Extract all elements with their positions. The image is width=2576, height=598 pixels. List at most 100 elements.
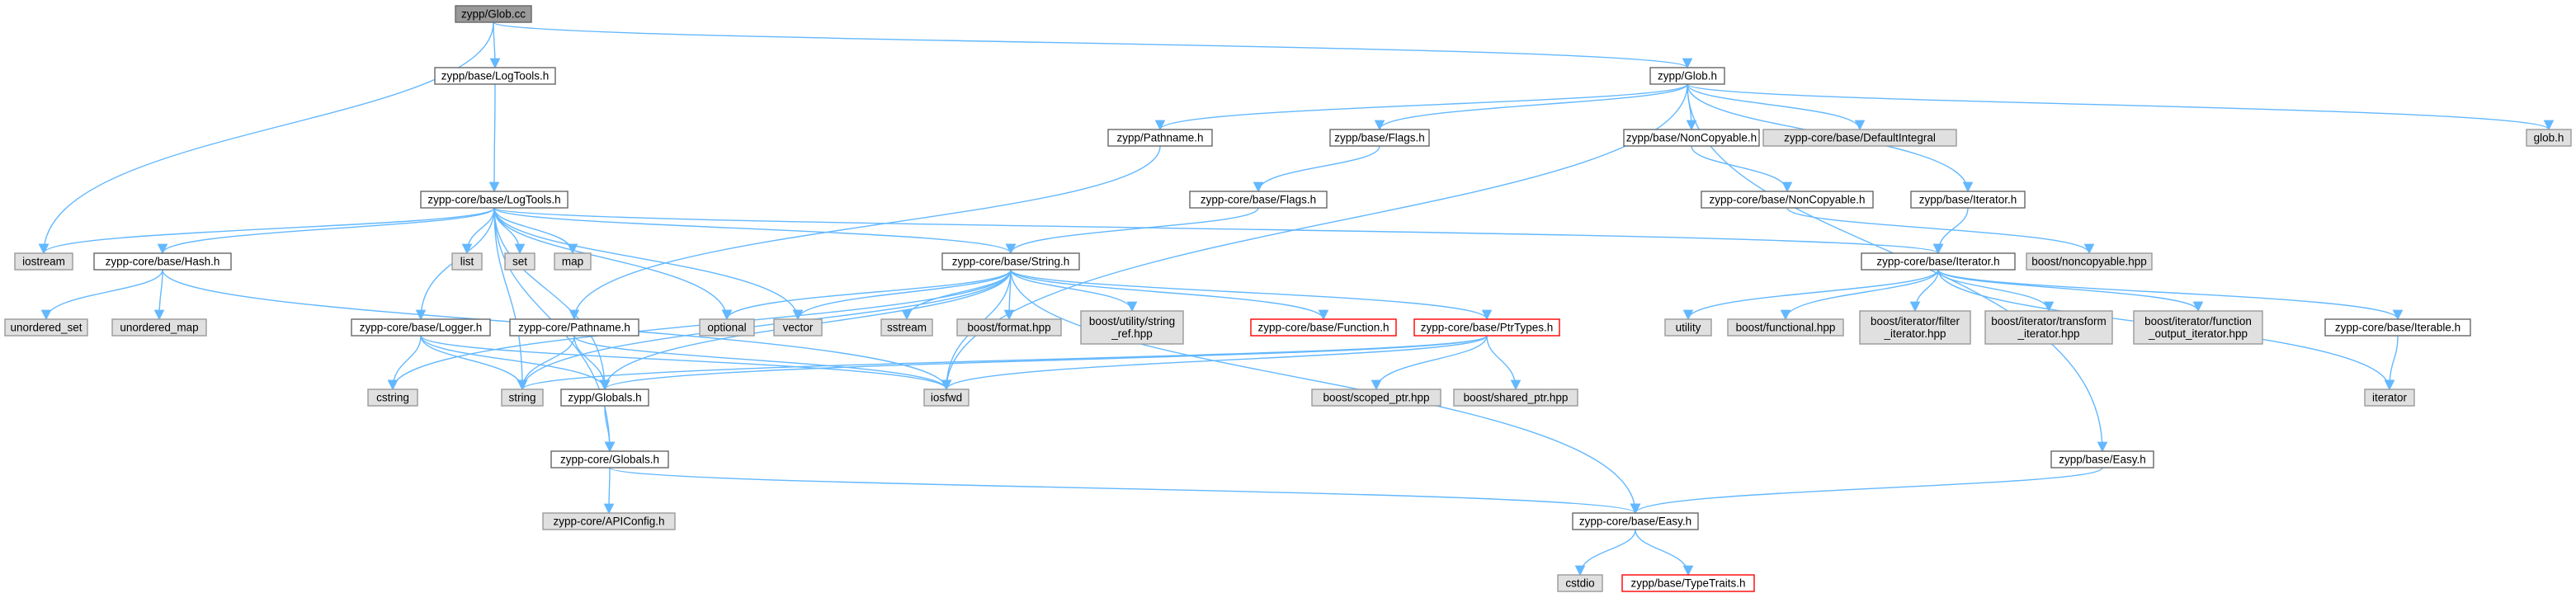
node-label: iostream	[22, 256, 65, 268]
node-vector: vector	[773, 318, 823, 337]
node-map: map	[554, 252, 592, 271]
node-box	[1623, 129, 1760, 147]
edge-base-noncopyable-to-core-noncopyable	[1691, 145, 1793, 193]
edge-core-logtools-to-vector	[493, 207, 804, 321]
node-label: unordered_set	[10, 322, 82, 334]
edge-path	[38, 207, 495, 255]
node-base-easy[interactable]: zypp/base/Easy.h	[2050, 450, 2154, 469]
node-label: zypp/Glob.cc	[461, 8, 526, 21]
node-core-noncopyable[interactable]: zypp-core/base/NonCopyable.h	[1701, 191, 1874, 209]
edge-path	[1486, 335, 1522, 391]
node-base-flags[interactable]: zypp/base/Flags.h	[1329, 129, 1430, 147]
edge-glob-h-to-pathname-h	[1154, 83, 1688, 131]
node-box	[2324, 318, 2471, 337]
node-label: zypp/base/NonCopyable.h	[1626, 132, 1757, 144]
edge-path	[1687, 83, 1866, 131]
node-box	[1861, 252, 2016, 271]
node-box	[509, 318, 639, 337]
node-boost-string-ref: boost/utility/string_ref.hpp	[1080, 310, 1184, 345]
node-label: zypp/base/Flags.h	[1334, 132, 1425, 144]
node-box	[93, 252, 232, 271]
node-box	[2526, 129, 2572, 147]
node-core-string[interactable]: zypp-core/base/String.h	[941, 252, 1080, 271]
node-label: zypp-core/base/Flags.h	[1201, 194, 1316, 206]
edge-path	[40, 269, 163, 321]
edge-base-logtools-to-core-logtools	[488, 83, 500, 193]
node-label: _iterator.hpp	[2017, 327, 2079, 340]
edge-core-iterator-to-boost-transform-iterator	[1937, 269, 2055, 313]
edge-glob-h-to-glob-sys	[1687, 83, 2554, 131]
node-base-iterator[interactable]: zypp/base/Iterator.h	[1910, 191, 2026, 209]
node-sstream: sstream	[880, 318, 933, 337]
node-string: string	[501, 388, 544, 407]
edge-path	[1635, 529, 1694, 577]
edge-path	[1691, 145, 1793, 193]
node-core-iterator[interactable]: zypp-core/base/Iterator.h	[1861, 252, 2016, 271]
node-box	[1311, 388, 1441, 407]
node-box	[880, 318, 933, 337]
node-core-hash[interactable]: zypp-core/base/Hash.h	[93, 252, 232, 271]
node-box	[1727, 318, 1844, 337]
edge-path	[1937, 269, 2404, 321]
edge-core-iterator-to-core-iterable	[1937, 269, 2404, 321]
node-core-ptrtypes[interactable]: zypp-core/base/PtrTypes.h	[1413, 318, 1560, 337]
node-glob-cc[interactable]: zypp/Glob.cc	[455, 5, 532, 23]
node-box	[1572, 512, 1699, 530]
node-boost-noncopyable: boost/noncopyable.hpp	[2026, 252, 2153, 271]
node-label: zypp-core/base/Logger.h	[360, 322, 483, 334]
edge-path	[493, 207, 578, 255]
node-pathname-h[interactable]: zypp/Pathname.h	[1107, 129, 1213, 147]
edge-core-logtools-to-string	[493, 207, 528, 391]
node-box	[111, 318, 207, 337]
node-base-typetraits[interactable]: zypp/base/TypeTraits.h	[1621, 574, 1755, 592]
node-glob-h[interactable]: zypp/Glob.h	[1649, 67, 1725, 85]
edge-core-hash-to-unordered-set	[40, 269, 163, 321]
node-box	[367, 388, 418, 407]
node-label: zypp/Globals.h	[568, 392, 641, 404]
node-label: zypp-core/base/DefaultIntegral	[1784, 132, 1936, 144]
node-boost-shared-ptr: boost/shared_ptr.hpp	[1453, 388, 1578, 407]
edge-core-logtools-to-optional	[493, 207, 733, 321]
node-iostream: iostream	[14, 252, 73, 271]
node-base-noncopyable[interactable]: zypp/base/NonCopyable.h	[1623, 129, 1760, 147]
edge-core-pathname-to-zypp-globals	[573, 335, 611, 391]
node-label: boost/functional.hpp	[1736, 322, 1836, 334]
node-label: zypp/base/Iterator.h	[1919, 194, 2017, 206]
edge-path	[517, 269, 1012, 391]
node-boost-function-output-iterator: boost/iterator/function_output_iterator.…	[2133, 310, 2263, 345]
node-core-logtools[interactable]: zypp-core/base/LogTools.h	[420, 191, 569, 209]
node-core-pathname[interactable]: zypp-core/Pathname.h	[509, 318, 639, 337]
edge-path	[488, 83, 500, 193]
edge-base-easy-to-core-easy	[1630, 467, 2103, 515]
node-base-logtools[interactable]: zypp/base/LogTools.h	[434, 67, 556, 85]
node-core-easy[interactable]: zypp-core/base/Easy.h	[1572, 512, 1699, 530]
node-box	[420, 191, 569, 209]
node-core-flags[interactable]: zypp-core/base/Flags.h	[1189, 191, 1328, 209]
node-box	[941, 252, 1080, 271]
node-label: zypp/base/LogTools.h	[441, 70, 550, 82]
node-label: zypp-core/base/PtrTypes.h	[1421, 322, 1554, 334]
edge-path	[1374, 83, 1688, 131]
node-core-function[interactable]: zypp-core/base/Function.h	[1250, 318, 1397, 337]
node-box	[434, 67, 556, 85]
edge-pathname-h-to-core-pathname	[569, 145, 1161, 321]
node-core-iterable[interactable]: zypp-core/base/Iterable.h	[2324, 318, 2471, 337]
node-zypp-globals[interactable]: zypp/Globals.h	[560, 388, 649, 407]
edge-path	[573, 335, 611, 391]
edge-core-logtools-to-zypp-globals	[493, 207, 611, 391]
node-box	[773, 318, 823, 337]
edge-core-logger-to-cstring	[387, 335, 422, 391]
edge-path	[1682, 269, 1939, 321]
edge-core-string-to-core-ptrtypes	[1010, 269, 1493, 321]
node-label: zypp-core/base/Iterable.h	[2335, 322, 2460, 334]
node-utility: utility	[1664, 318, 1712, 337]
node-core-logger[interactable]: zypp-core/base/Logger.h	[351, 318, 491, 337]
node-label: zypp/Pathname.h	[1116, 132, 1203, 144]
node-label: iosfwd	[931, 392, 962, 404]
edge-path	[1010, 269, 1493, 321]
node-box	[1413, 318, 1560, 337]
edge-path	[493, 207, 733, 321]
edge-core-iterable-to-iterator	[2384, 335, 2399, 391]
node-core-globals[interactable]: zypp-core/Globals.h	[550, 450, 669, 469]
node-box	[554, 252, 592, 271]
